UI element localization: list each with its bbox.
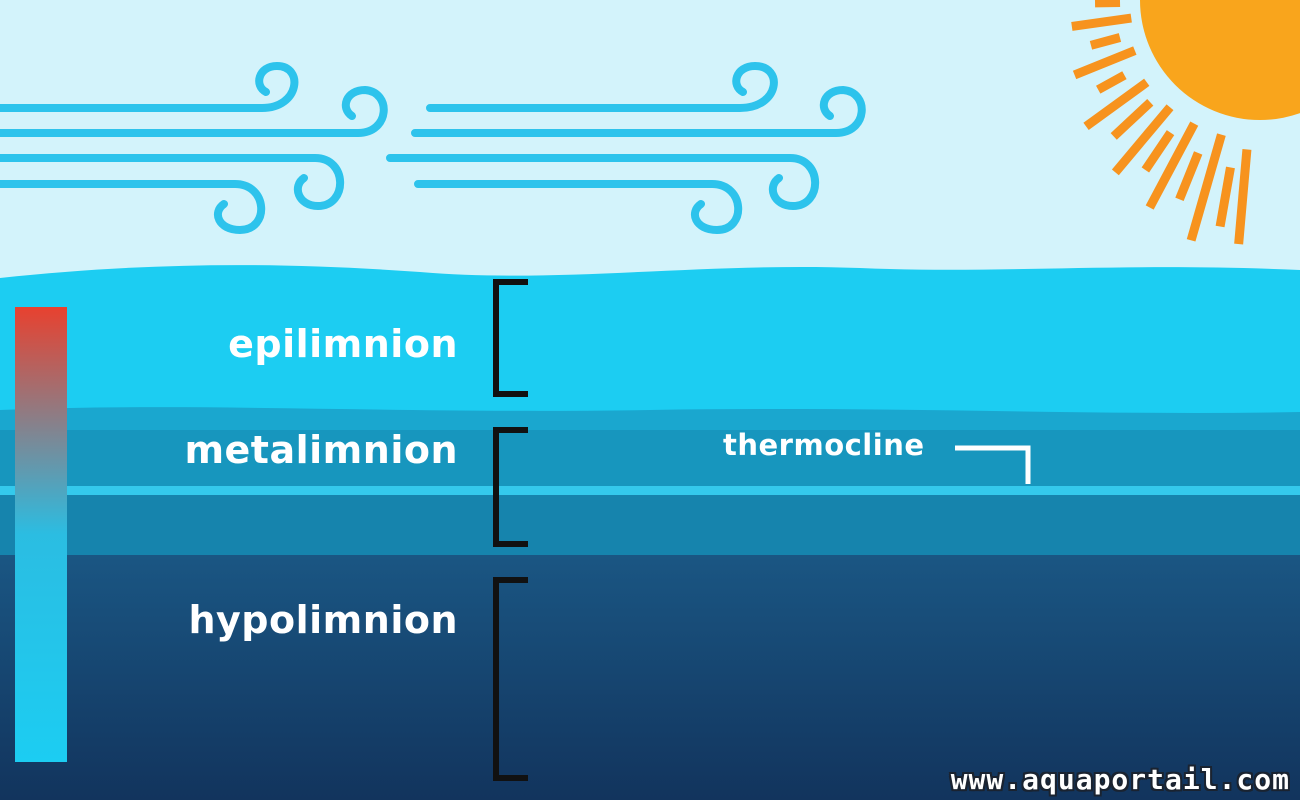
metalimnion-bracket (493, 427, 528, 547)
sun-ray (1175, 151, 1203, 202)
sun-ray (1072, 46, 1137, 80)
epilimnion-bracket (493, 279, 528, 397)
temperature-gradient-bar (15, 307, 67, 762)
sun-ray (1089, 33, 1122, 50)
sun-ray (1083, 78, 1150, 131)
metalimnion-upper (0, 430, 1300, 486)
metalimnion-label: metalimnion (184, 428, 458, 472)
metalimnion-lower (0, 495, 1300, 555)
sun-ray (1111, 104, 1174, 176)
sun-ray (1071, 13, 1132, 31)
sun-ray (1141, 130, 1175, 173)
hypolimnion-label: hypolimnion (188, 598, 458, 642)
wind-icon (0, 61, 866, 235)
hypolimnion-layer (0, 555, 1300, 800)
thermocline-label: thermocline (723, 428, 925, 462)
thermocline-pointer (955, 445, 1031, 484)
watermark: www.aquaportail.com (950, 763, 1290, 796)
sun-ray (1186, 133, 1226, 242)
sun-ray (1215, 166, 1235, 228)
epilimnion-label: epilimnion (228, 322, 458, 366)
hypolimnion-bracket (493, 577, 528, 781)
sun-ray (1145, 121, 1199, 210)
sun-ray (1096, 71, 1127, 94)
thermocline-line (0, 486, 1300, 495)
sun-ray (1110, 99, 1154, 140)
sun-ray (1234, 149, 1252, 245)
sun-icon (1071, 0, 1300, 245)
